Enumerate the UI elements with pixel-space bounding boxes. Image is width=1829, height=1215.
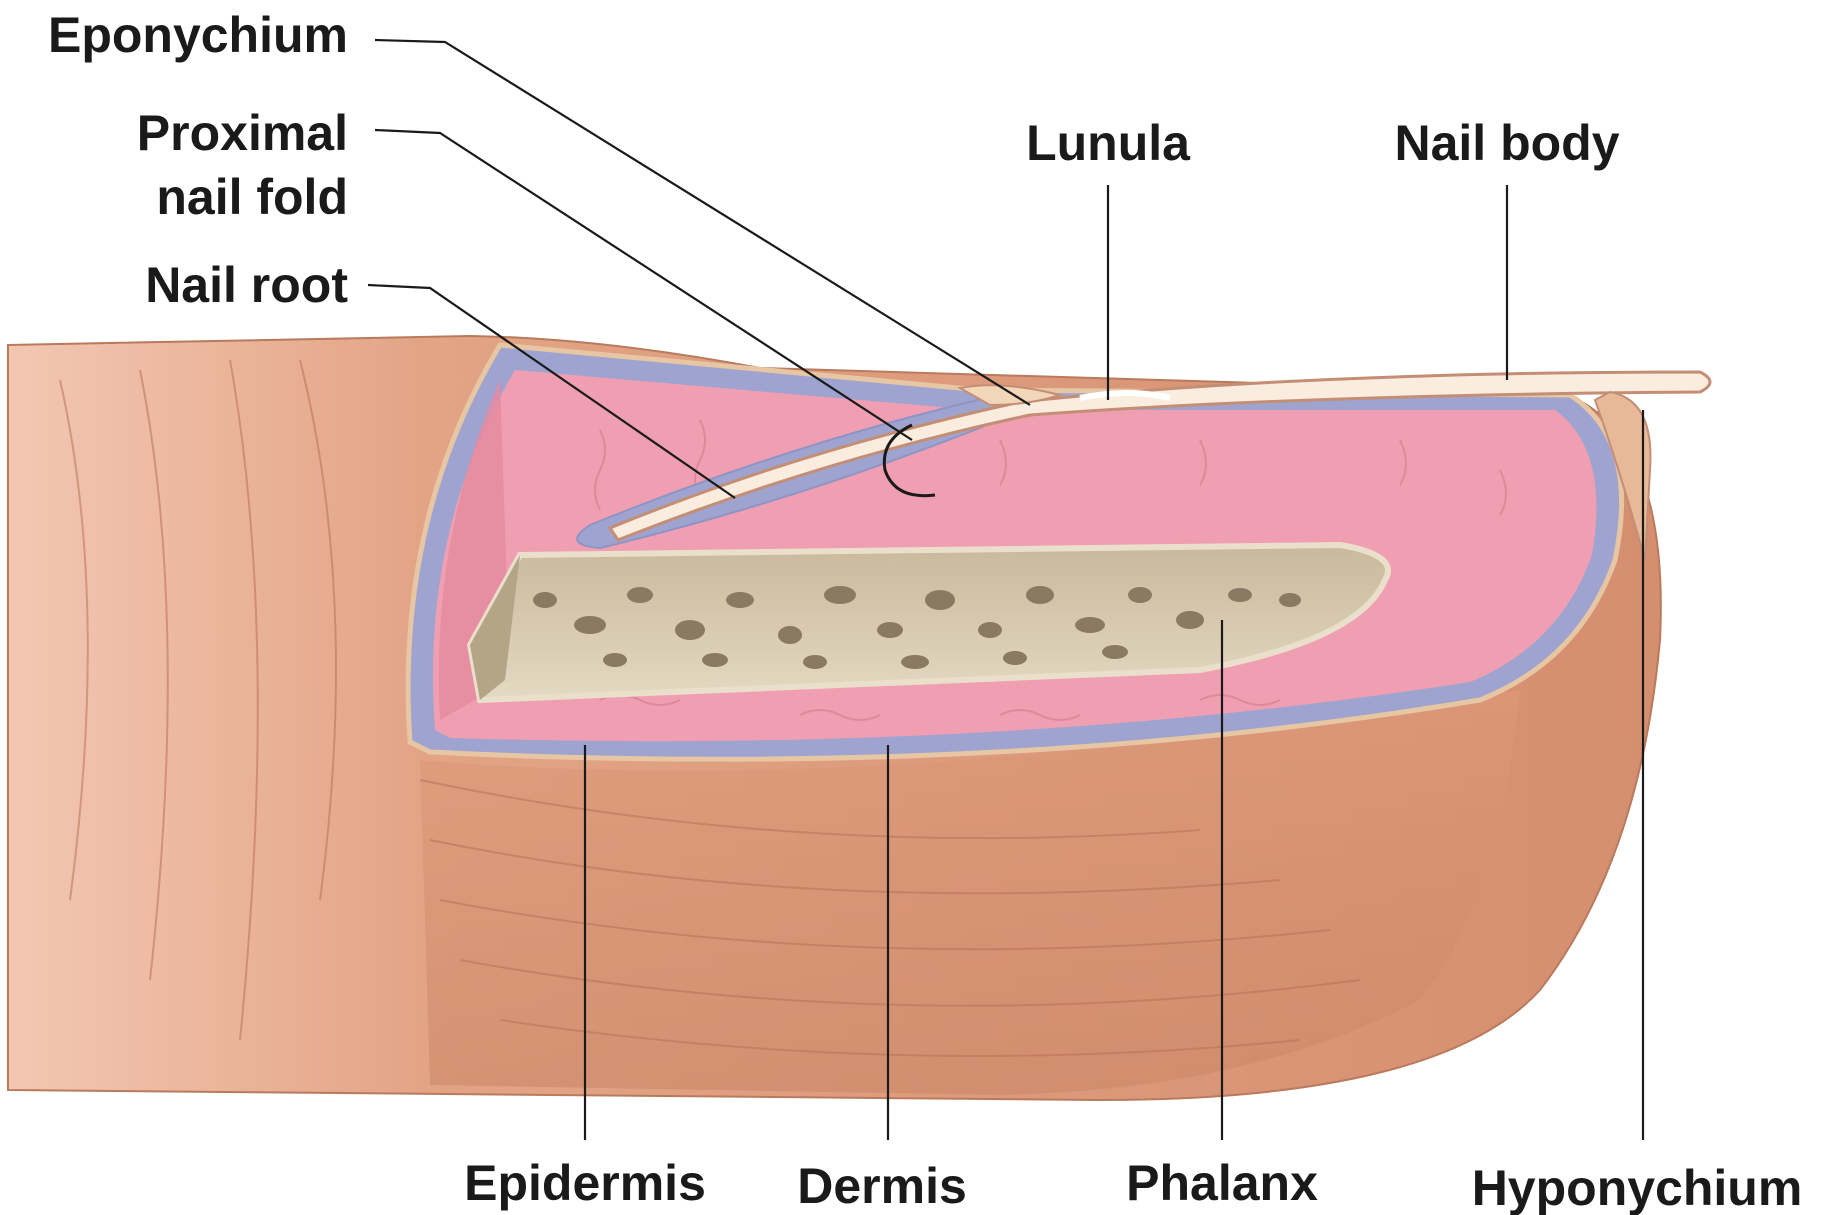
label-nail-body: Nail body [1394,115,1619,171]
label-epidermis: Epidermis [464,1155,706,1211]
label-phalanx: Phalanx [1126,1155,1318,1211]
label-eponychium: Eponychium [48,7,348,63]
label-hyponychium: Hyponychium [1472,1160,1803,1215]
label-proximal-nail-fold-line1: Proximal [137,105,348,161]
label-nail-root: Nail root [145,257,348,313]
label-lunula: Lunula [1026,115,1191,171]
label-proximal-nail-fold-line2: nail fold [156,169,348,225]
label-dermis: Dermis [797,1158,967,1214]
